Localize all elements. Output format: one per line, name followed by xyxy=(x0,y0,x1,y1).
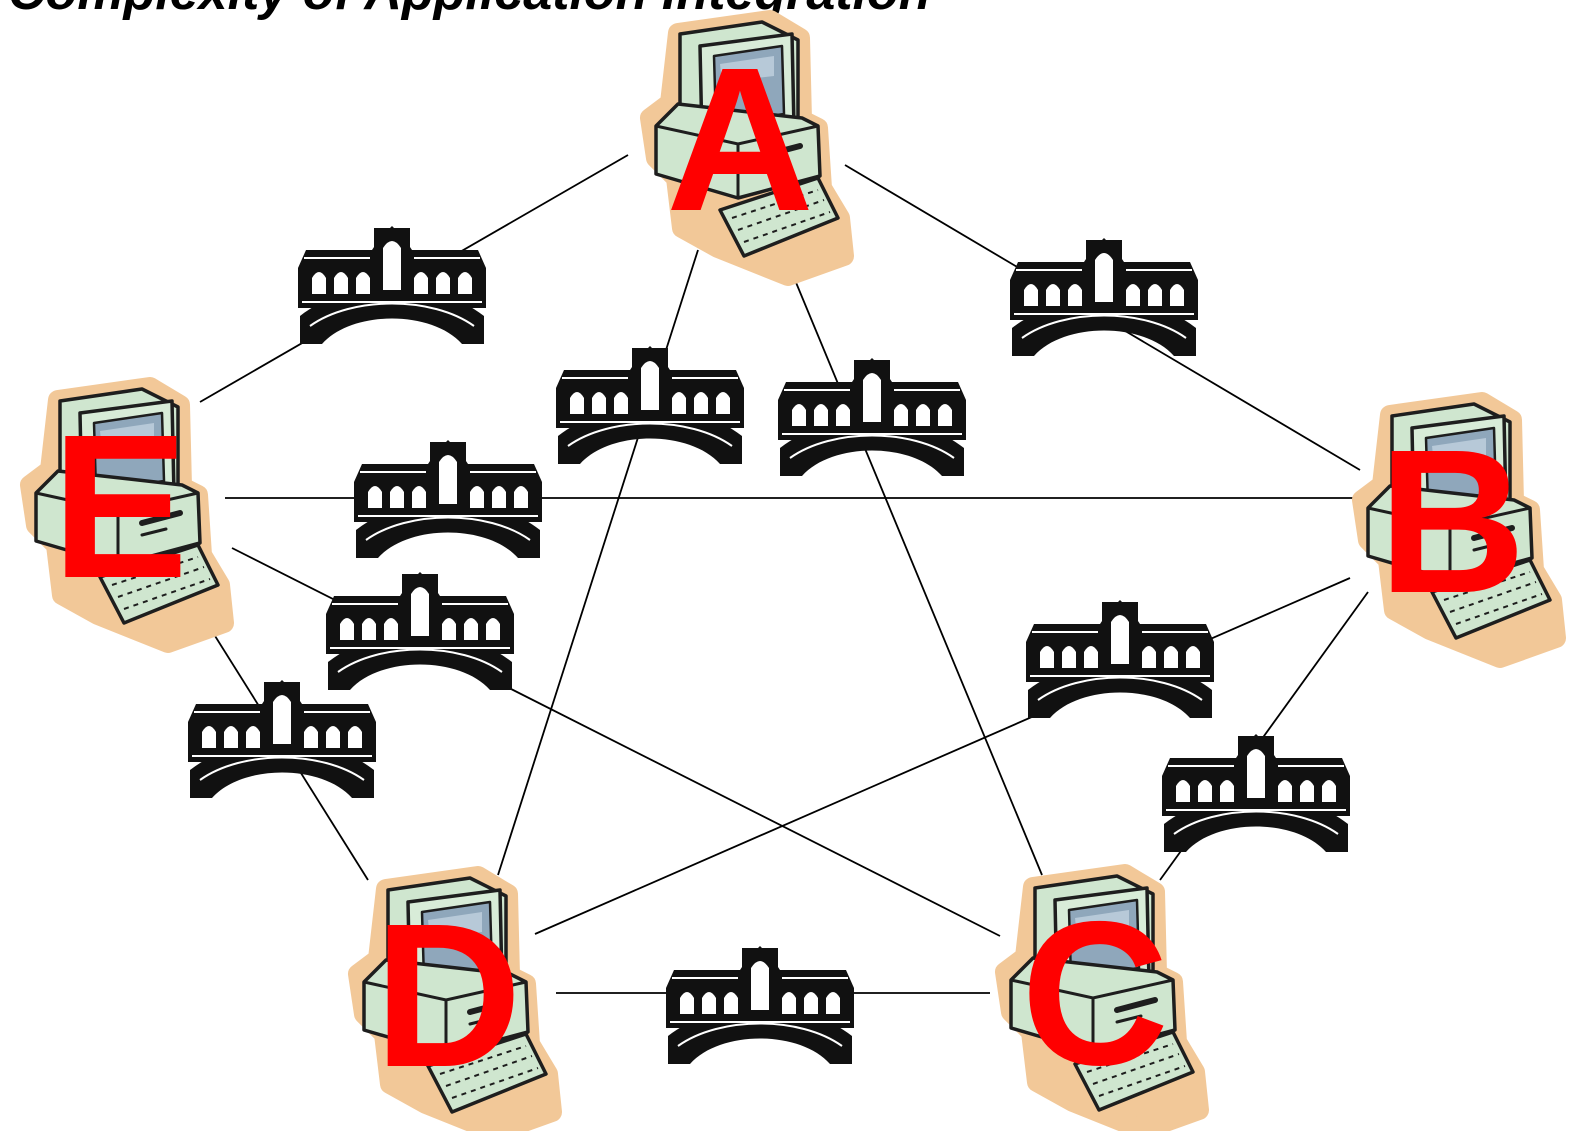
connection-b-d xyxy=(535,578,1350,934)
node-a: A xyxy=(650,20,844,276)
nodes-layer: A B C D E xyxy=(30,20,1556,1131)
bridge-icon xyxy=(778,358,966,476)
node-label: C xyxy=(1021,879,1169,1108)
connection-a-d xyxy=(498,250,698,875)
bridge-icon xyxy=(1010,238,1198,356)
node-label: D xyxy=(374,881,522,1110)
node-c: C xyxy=(1005,874,1199,1130)
node-label: B xyxy=(1378,407,1526,636)
bridge-icon xyxy=(556,346,744,464)
bridge-icon xyxy=(666,946,854,1064)
bridge-icon xyxy=(188,680,376,798)
node-e: E xyxy=(30,387,224,643)
bridges-layer xyxy=(188,226,1350,1064)
bridge-icon xyxy=(298,226,486,344)
node-d: D xyxy=(358,876,552,1131)
bridge-icon xyxy=(326,572,514,690)
node-b: B xyxy=(1362,402,1556,658)
node-label: E xyxy=(52,392,189,621)
bridge-icon xyxy=(1026,600,1214,718)
bridge-icon xyxy=(354,440,542,558)
connection-a-c xyxy=(785,256,1042,875)
bridge-icon xyxy=(1162,734,1350,852)
node-label: A xyxy=(666,25,814,254)
